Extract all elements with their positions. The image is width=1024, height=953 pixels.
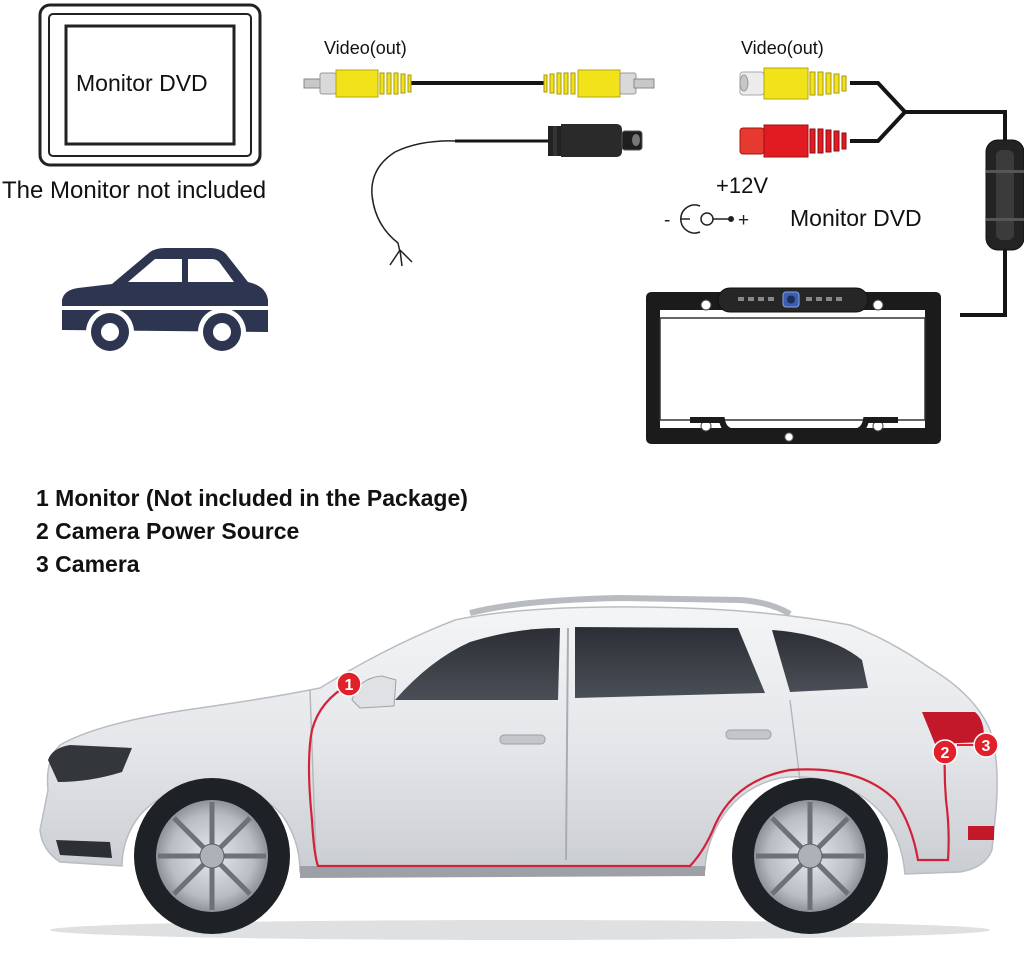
video-extension-cable bbox=[303, 69, 655, 98]
power-minus: - bbox=[664, 210, 670, 231]
power-jack-symbol bbox=[680, 204, 734, 234]
brand-logo-icon bbox=[784, 432, 794, 442]
power-voltage-label: +12V bbox=[716, 173, 768, 198]
legend-item-power-source: 2 Camera Power Source bbox=[36, 518, 300, 544]
rca-plug-right bbox=[543, 69, 655, 98]
rca-plug-left bbox=[303, 69, 412, 98]
black-connector bbox=[548, 124, 643, 157]
red-power-female bbox=[739, 124, 847, 158]
component-legend: 1 Monitor (Not included in the Package) … bbox=[36, 482, 468, 581]
marker-1-label: 1 bbox=[345, 677, 354, 694]
monitor-box bbox=[38, 3, 262, 167]
video-out-label-right: Video(out) bbox=[741, 38, 824, 58]
monitor-label: Monitor DVD bbox=[76, 70, 208, 96]
power-destination-label: Monitor DVD bbox=[790, 205, 922, 231]
camera-harness bbox=[739, 67, 1024, 317]
car-icon bbox=[62, 248, 268, 356]
marker-1-monitor: 1 bbox=[336, 671, 362, 697]
marker-2-label: 2 bbox=[941, 745, 950, 762]
backup-camera-bar bbox=[717, 287, 869, 313]
trigger-wire bbox=[371, 124, 643, 267]
car-photo bbox=[39, 594, 998, 940]
marker-3-label: 3 bbox=[982, 738, 991, 755]
marker-2-power-source: 2 bbox=[932, 739, 958, 765]
yellow-rca-female bbox=[739, 67, 847, 100]
legend-item-camera: 3 Camera bbox=[36, 551, 140, 577]
front-wheel bbox=[134, 778, 290, 934]
license-plate-frame bbox=[646, 287, 941, 444]
monitor-not-included-note: The Monitor not included bbox=[2, 177, 267, 204]
legend-item-monitor: 1 Monitor (Not included in the Package) bbox=[36, 485, 468, 511]
rear-wheel bbox=[732, 778, 888, 934]
cable-route-line bbox=[307, 683, 950, 868]
video-out-label-left: Video(out) bbox=[324, 38, 407, 58]
marker-3-camera: 3 bbox=[957, 732, 999, 758]
power-plus: + bbox=[738, 210, 749, 231]
inline-filter-box bbox=[985, 139, 1024, 251]
